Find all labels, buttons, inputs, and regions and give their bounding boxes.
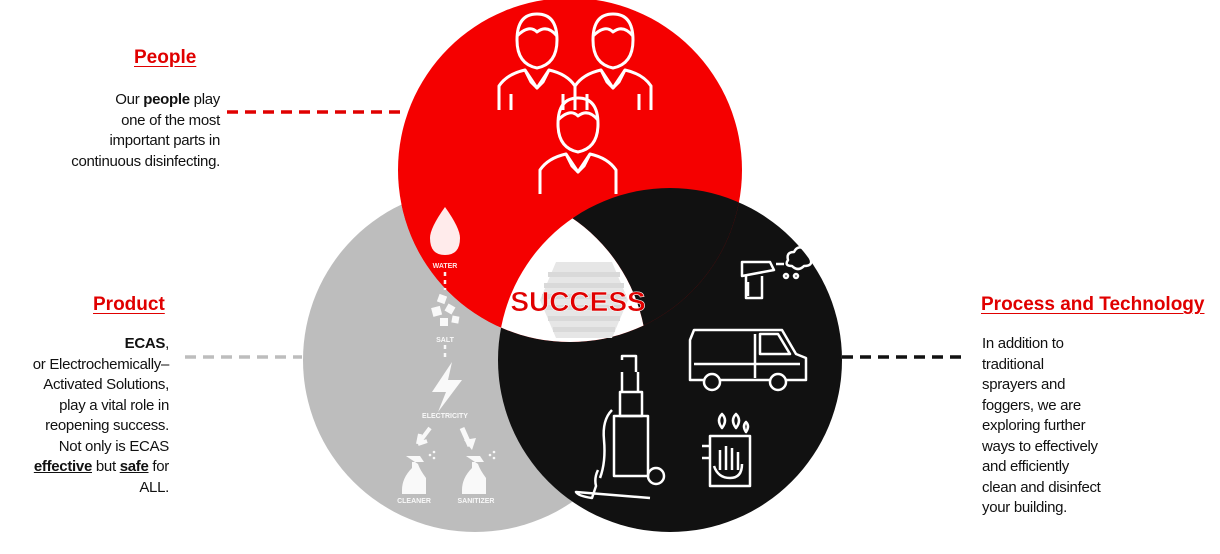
people-line: one of the most	[10, 111, 220, 132]
salt-label: SALT	[436, 337, 454, 344]
product-text-segment: safe	[119, 458, 149, 475]
product-text-segment: play a vital role in	[59, 396, 169, 414]
process-text-segment: clean and disinfect	[982, 478, 1101, 496]
glove-icon	[702, 412, 752, 488]
people-line: Our people play	[10, 90, 220, 111]
process-text-segment: exploring further	[982, 417, 1086, 434]
process-line: and efficiently	[982, 457, 1182, 478]
sanitizer-label: SANITIZER	[458, 498, 495, 505]
people-text-segment: one of the most	[121, 111, 220, 129]
process-heading: Process and Technology	[981, 294, 1205, 315]
water-label: WATER	[433, 263, 458, 270]
product-heading: Product	[93, 294, 165, 315]
process-line: clean and disinfect	[982, 478, 1182, 499]
pressure-washer-icon	[574, 354, 666, 500]
process-line: your building.	[982, 498, 1182, 519]
people-text-segment: play	[189, 91, 221, 108]
product-text-segment: reopening success.	[45, 417, 169, 434]
people-icon	[497, 12, 653, 194]
process-text-segment: sprayers and	[982, 376, 1066, 393]
process-line: ways to effectively	[982, 437, 1182, 458]
product-line: Not only is ECAS	[0, 437, 170, 458]
fogger-icon	[740, 242, 813, 300]
people-line: continuous disinfecting.	[10, 152, 220, 173]
process-line: sprayers and	[982, 375, 1182, 396]
lightning-icon	[432, 362, 462, 412]
people-text-segment: Our	[115, 91, 144, 108]
product-text-segment: ECAS	[124, 335, 166, 352]
product-text-segment: but	[92, 458, 120, 475]
product-line: Activated Solutions,	[0, 375, 169, 396]
process-line: traditional	[982, 355, 1182, 376]
process-text-segment: your building.	[982, 499, 1068, 516]
spray-bottle-icon	[462, 450, 496, 494]
product-text-segment: Activated Solutions,	[43, 376, 169, 393]
product-text-segment: ,	[165, 335, 169, 352]
success-badge-icon	[540, 262, 628, 338]
salt-icon	[431, 293, 460, 326]
people-text-segment: continuous disinfecting.	[71, 152, 220, 170]
process-line: foggers, we are	[982, 396, 1182, 417]
water-drop-icon	[430, 207, 460, 255]
process-text-segment: In addition to	[982, 335, 1064, 352]
process-text-segment: traditional	[982, 355, 1044, 373]
process-description: In addition to traditional sprayers and fog…	[982, 334, 1182, 519]
people-text-segment: important parts in	[109, 132, 221, 149]
product-line: effective but safe for	[0, 457, 169, 478]
product-line: reopening success.	[0, 416, 169, 437]
product-steps	[402, 207, 496, 494]
success-label: SUCCESS	[510, 286, 645, 317]
people-text-segment: people	[143, 91, 190, 108]
process-text-segment: foggers, we are	[982, 396, 1081, 414]
product-text-segment: effective	[33, 458, 92, 475]
spray-bottle-icon	[402, 450, 436, 494]
product-text-segment: Not only is ECAS	[58, 437, 170, 455]
process-text-segment: ways to effectively	[982, 437, 1098, 455]
people-heading: People	[134, 47, 197, 68]
arrow-down-left-icon	[416, 426, 432, 446]
product-line: ECAS,	[0, 334, 170, 355]
product-text-segment: or Electrochemically–	[32, 355, 170, 373]
product-line: or Electrochemically–	[0, 355, 170, 376]
product-text-segment: ALL.	[139, 478, 169, 496]
van-icon	[688, 328, 808, 392]
product-line: ALL.	[0, 478, 169, 499]
electricity-label: ELECTRICITY	[422, 413, 468, 420]
people-line: important parts in	[10, 131, 221, 152]
product-description: ECAS,or Electrochemically–Activated Solu…	[0, 334, 170, 499]
process-line: exploring further	[982, 416, 1182, 437]
product-line: play a vital role in	[0, 396, 169, 417]
process-text-segment: and efficiently	[982, 458, 1069, 475]
cleaner-label: CLEANER	[397, 498, 431, 505]
product-text-segment: for	[148, 458, 169, 475]
process-line: In addition to	[982, 334, 1182, 355]
